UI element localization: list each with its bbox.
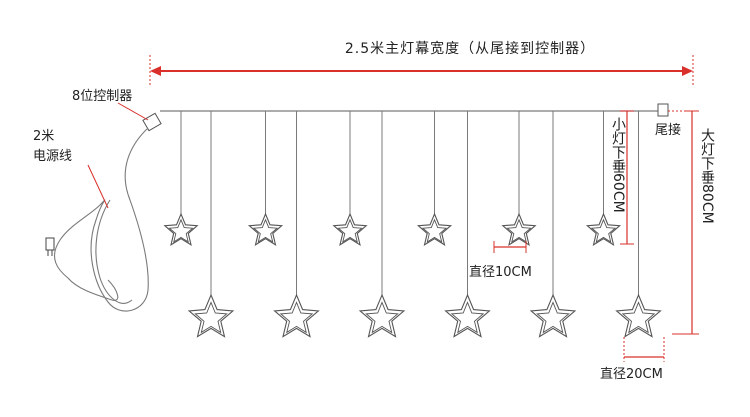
large-star-1-inner [194, 301, 228, 334]
small-star-5-inner [506, 218, 532, 243]
large-drop-dimension: 大灯下垂80CM [668, 110, 715, 335]
width-dimension: 2.5米主灯幕宽度（从尾接到控制器） [149, 40, 694, 85]
small-star-1-inner [168, 218, 194, 243]
star-strands [163, 111, 662, 338]
large-star-3-inner [365, 301, 399, 334]
controller-leader [117, 102, 149, 121]
small-star-1-icon [163, 212, 199, 246]
large-drop-label: 大灯下垂80CM [699, 128, 715, 224]
large-star-4-icon [444, 293, 491, 338]
arrow-right-icon [682, 66, 693, 76]
large-diameter-label: 直径20CM [600, 367, 663, 382]
small-diameter-dimension: 直径10CM [469, 241, 532, 280]
plug-icon [45, 237, 55, 256]
large-star-2-inner [279, 301, 314, 334]
power-cord: 2米 电源线 [33, 127, 149, 312]
controller-label: 8位控制器 [72, 89, 132, 104]
large-star-4-inner [450, 301, 485, 334]
small-star-6-inner [590, 218, 617, 243]
power-line-label-1: 2米 [33, 129, 54, 144]
small-star-3-inner [337, 218, 363, 243]
small-drop-dimension: 小灯下垂60CM [610, 110, 634, 245]
tail-connector-box [657, 103, 669, 117]
width-title: 2.5米主灯幕宽度（从尾接到控制器） [345, 40, 595, 57]
large-star-5-icon [529, 293, 577, 338]
small-star-2-icon [247, 212, 284, 246]
small-star-5-icon [501, 212, 537, 246]
large-star-2-icon [273, 293, 320, 338]
controller-box [142, 112, 162, 132]
power-line-leader [87, 164, 109, 209]
tail-connector: 尾接 [655, 103, 681, 138]
tail-connector-label: 尾接 [655, 122, 681, 138]
power-cord-path [54, 127, 149, 312]
large-star-1-icon [187, 293, 235, 338]
small-diameter-label: 直径10CM [469, 265, 532, 280]
arrow-left-icon [150, 66, 161, 76]
small-star-4-inner [421, 218, 448, 243]
small-star-3-icon [332, 212, 368, 246]
large-diameter-dimension: 直径20CM [600, 337, 665, 382]
small-drop-label: 小灯下垂60CM [610, 117, 626, 213]
large-star-6-inner [621, 301, 656, 334]
small-star-6-icon [585, 212, 622, 246]
small-star-4-icon [416, 212, 453, 246]
controller: 8位控制器 [72, 89, 162, 132]
small-star-2-inner [252, 218, 279, 243]
power-line-label-2: 电源线 [33, 149, 72, 164]
large-star-3-icon [358, 293, 406, 338]
large-star-5-inner [536, 301, 570, 334]
large-star-6-icon [615, 293, 662, 338]
power-cord-inner [95, 199, 133, 304]
